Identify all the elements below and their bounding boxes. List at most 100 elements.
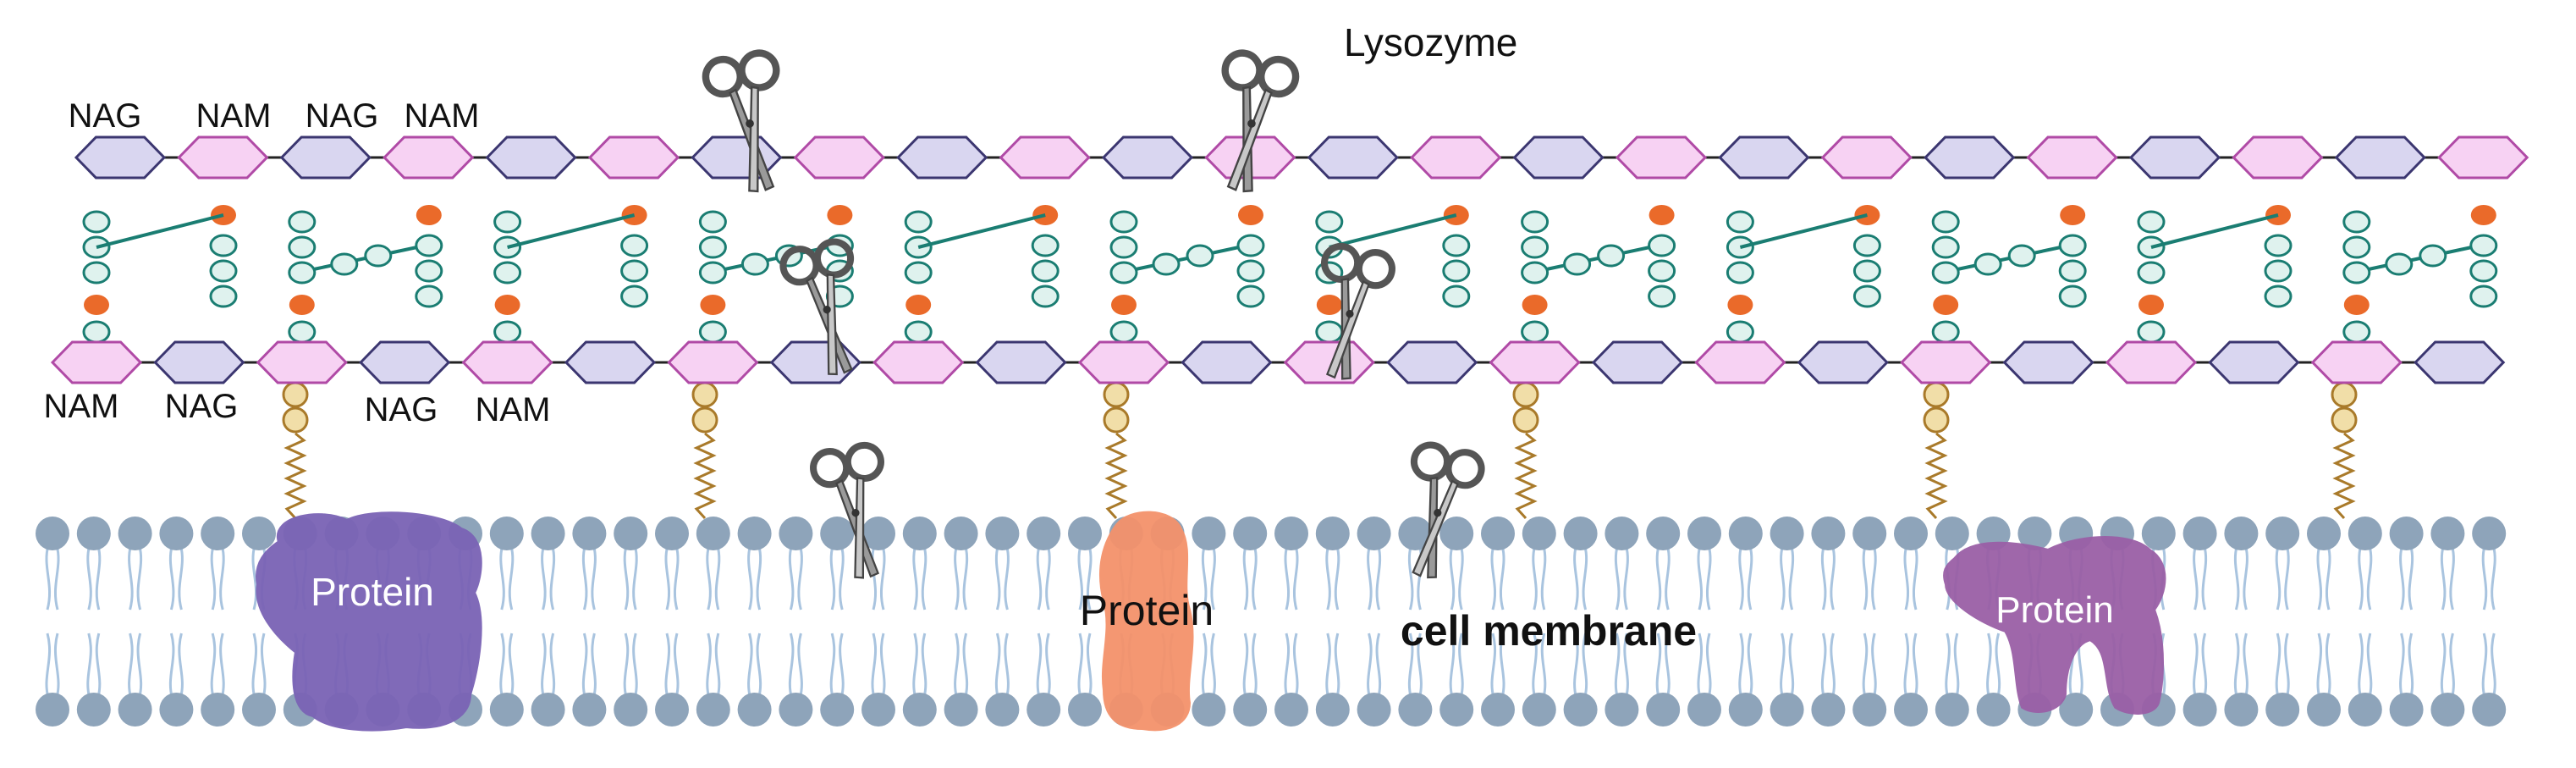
peptide-bead <box>698 210 727 234</box>
lipid-tail <box>508 633 515 699</box>
peptide-bead <box>2007 244 2036 268</box>
nam-sugar <box>2310 340 2403 384</box>
lipid-tail <box>1252 633 1258 699</box>
lipid-head <box>1976 693 2011 727</box>
lipid-tail <box>1417 633 1423 699</box>
anchor-bead <box>282 406 309 434</box>
peptide-bead <box>620 285 649 308</box>
nag-sugar <box>74 135 167 180</box>
lipid-tail <box>1582 633 1588 699</box>
lipid-head <box>1811 693 1846 727</box>
peptide-bead <box>1648 285 1676 308</box>
lipid-head <box>1604 517 1639 550</box>
lipid-head <box>944 517 978 550</box>
lipid-head <box>2141 517 2176 550</box>
lipid-head <box>2265 517 2300 550</box>
nag-sugar <box>2128 135 2221 180</box>
lipid-tail <box>1449 633 1456 699</box>
lipid-tail <box>1375 633 1382 699</box>
nam-sugar <box>1694 340 1786 384</box>
peptide-linker <box>1727 295 1753 315</box>
nam-sugar <box>2232 135 2324 180</box>
lipid-head <box>902 517 937 550</box>
nam-sugar <box>50 340 143 384</box>
lipid-head <box>118 517 152 550</box>
lipid-head <box>242 693 276 727</box>
lipid-tail <box>1697 633 1704 699</box>
lipid-tail <box>86 544 92 611</box>
lipid-tail <box>632 633 638 699</box>
peptide-bond <box>1739 213 1868 249</box>
lipid-head <box>1274 693 1308 727</box>
lipid-tail <box>1210 544 1216 611</box>
lipid-tail <box>1077 544 1084 611</box>
lipid-tail <box>1086 633 1093 699</box>
lipid-head <box>531 517 565 550</box>
nam-sugar <box>1615 135 1708 180</box>
nam-sugar <box>667 340 759 384</box>
lipid-tail <box>499 633 505 699</box>
lipid-tail <box>1655 633 1662 699</box>
lipid-tail <box>2233 544 2240 611</box>
peptide-bead <box>2342 210 2371 234</box>
lipid-tail <box>632 544 638 611</box>
lipid-tail <box>1573 633 1579 699</box>
peptide-bead <box>2469 234 2498 257</box>
peptide-bead <box>1852 259 1881 283</box>
peptide-bead <box>209 259 238 283</box>
label-nam: NAM <box>476 391 551 428</box>
lipid-tail <box>541 544 547 611</box>
lipid-tail <box>747 633 753 699</box>
lipid-head <box>1687 693 1721 727</box>
lipid-tail <box>1367 633 1373 699</box>
label-nam: NAM <box>44 388 119 425</box>
peptide-bead <box>2342 235 2371 259</box>
lipid-head <box>2224 517 2259 550</box>
nag-sugar <box>1181 340 1273 384</box>
anchor-spring <box>1514 432 1538 520</box>
lipid-tail <box>1788 544 1795 611</box>
lipid-tail <box>1614 544 1621 611</box>
lipid-tail <box>168 633 175 699</box>
label-nag: NAG <box>365 391 438 428</box>
lipid-tail <box>591 633 597 699</box>
peptide-bead <box>904 320 933 344</box>
lipid-head <box>159 693 194 727</box>
peptide-bead <box>209 234 238 257</box>
label-nam: NAM <box>405 97 480 135</box>
lipid-head <box>1894 517 1928 550</box>
lipid-tail <box>1499 633 1505 699</box>
lipid-head <box>2224 693 2259 727</box>
anchor-bead <box>1512 406 1539 434</box>
lipid-head <box>1439 693 1474 727</box>
lipid-head <box>531 693 565 727</box>
lipid-tail <box>706 633 712 699</box>
peptide-bead <box>1852 285 1881 308</box>
nam-sugar <box>383 135 475 180</box>
nam-sugar <box>1820 135 1913 180</box>
lipid-tail <box>541 633 547 699</box>
lipid-head <box>2472 517 2507 550</box>
lipid-head <box>2389 693 2424 727</box>
lipid-tail <box>2193 544 2199 611</box>
lipid-tail <box>219 544 225 611</box>
lipid-tail <box>1375 544 1382 611</box>
lipid-head <box>2265 693 2300 727</box>
peptide-linker <box>827 205 853 225</box>
peptide-bead <box>698 235 727 259</box>
lipid-tail <box>549 633 556 699</box>
lipid-tail <box>879 633 886 699</box>
membrane-label: cell membrane <box>1401 607 1697 655</box>
peptide-linker <box>2138 295 2164 315</box>
peptide-linker <box>2343 295 2370 315</box>
lipid-tail <box>1830 633 1836 699</box>
lipid-head <box>820 517 855 550</box>
nam-sugar <box>1489 340 1581 384</box>
lipid-tail <box>962 633 969 699</box>
lipid-tail <box>2449 633 2455 699</box>
lipid-tail <box>1036 544 1043 611</box>
nag-sugar <box>1797 340 1889 384</box>
lipid-head <box>696 517 730 550</box>
lipid-tail <box>994 633 1001 699</box>
lipid-head <box>1357 517 1391 550</box>
